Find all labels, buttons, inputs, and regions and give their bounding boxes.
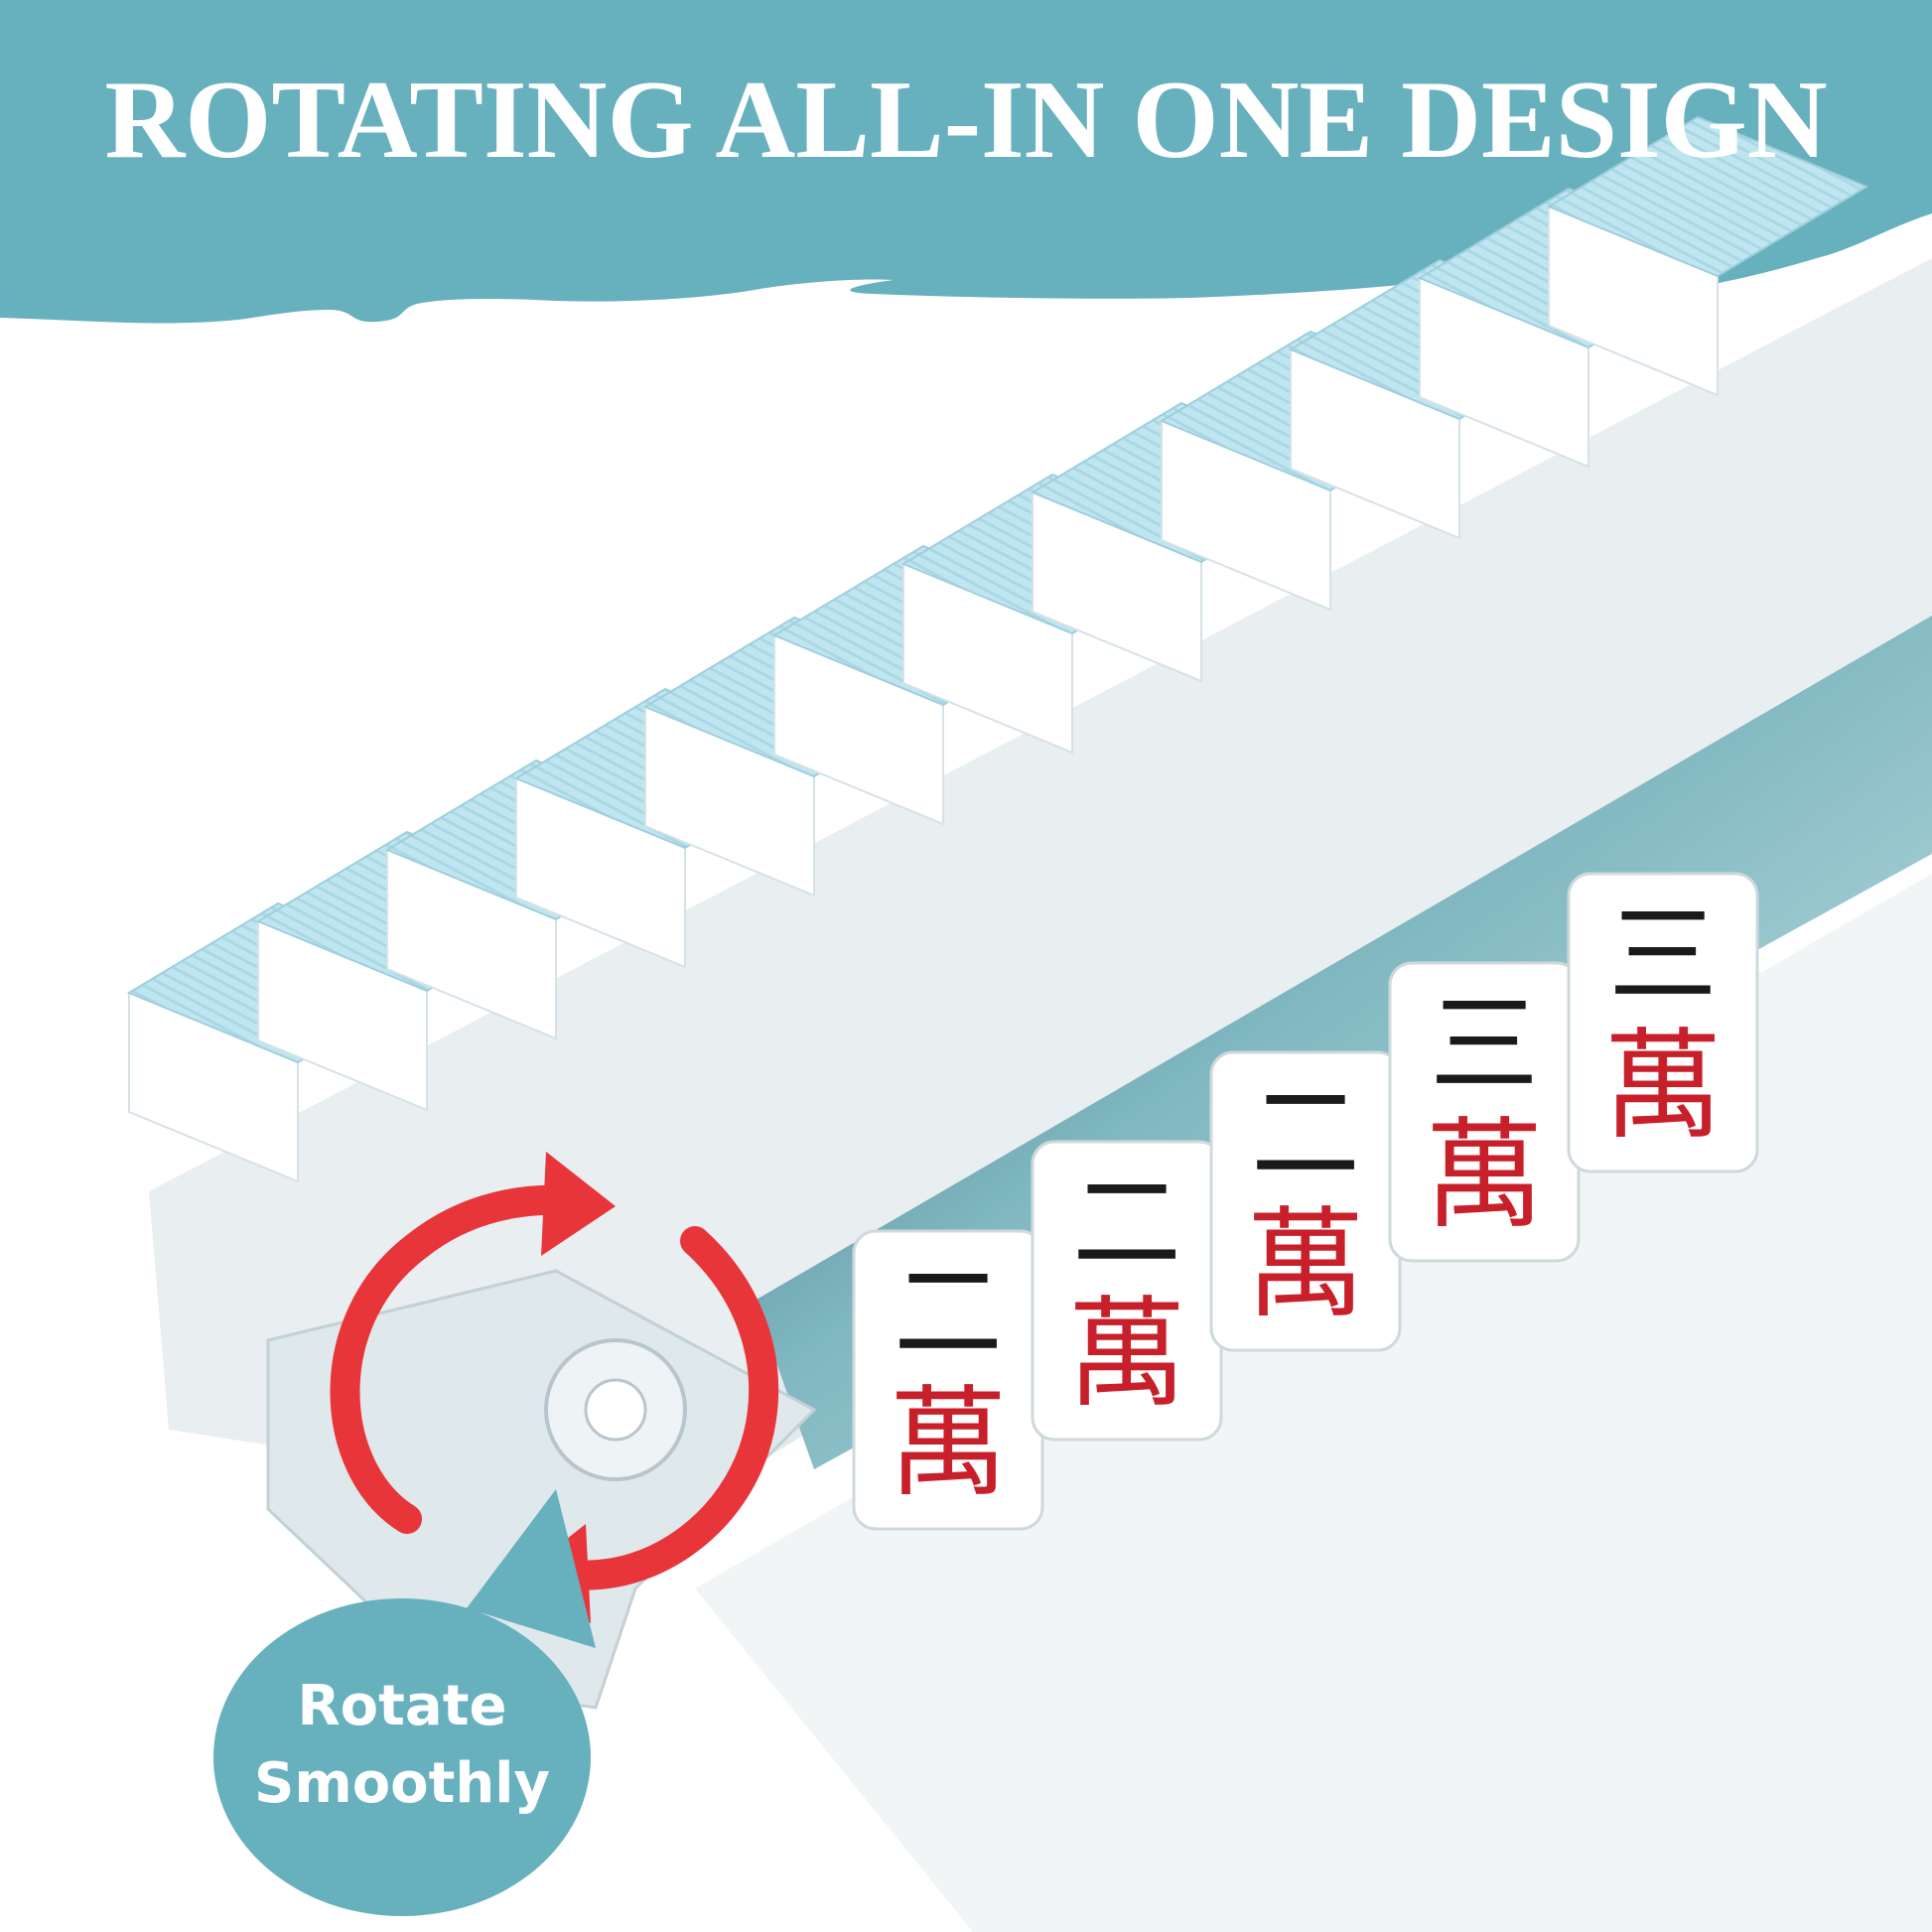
header-banner — [0, 0, 1932, 324]
tile-suit-character: 萬 — [889, 1375, 1008, 1513]
blue-tile-back — [1546, 115, 1869, 397]
callout-line-2: Smoothly — [254, 1751, 550, 1816]
headline: ROTATING ALL-IN ONE DESIGN — [104, 59, 1827, 182]
tile-numeral: 二 — [1251, 1070, 1360, 1197]
tile-suit-character: 萬 — [1067, 1286, 1186, 1424]
tile-numeral: 三 — [1430, 981, 1539, 1108]
character-tile: 二萬 — [1209, 1050, 1402, 1352]
callout-text: Rotate Smoothly — [213, 1668, 591, 1823]
character-tile: 三萬 — [1388, 961, 1581, 1263]
tile-numeral: 三 — [1608, 892, 1718, 1019]
character-tile: 三萬 — [1567, 872, 1759, 1173]
callout-bubble — [213, 1489, 596, 1916]
tile-suit-character: 萬 — [1603, 1018, 1723, 1156]
tile-numeral: 二 — [1072, 1160, 1181, 1287]
tile-suit-character: 萬 — [1246, 1196, 1365, 1334]
character-tile: 二萬 — [852, 1229, 1044, 1531]
rotate-arrow-icon — [330, 1152, 616, 1534]
rotating-hinge — [266, 1269, 817, 1710]
callout-line-1: Rotate — [297, 1674, 507, 1738]
tile-suit-character: 萬 — [1425, 1107, 1544, 1245]
tile-numeral: 二 — [894, 1249, 1003, 1376]
character-tile: 二萬 — [1031, 1140, 1223, 1442]
